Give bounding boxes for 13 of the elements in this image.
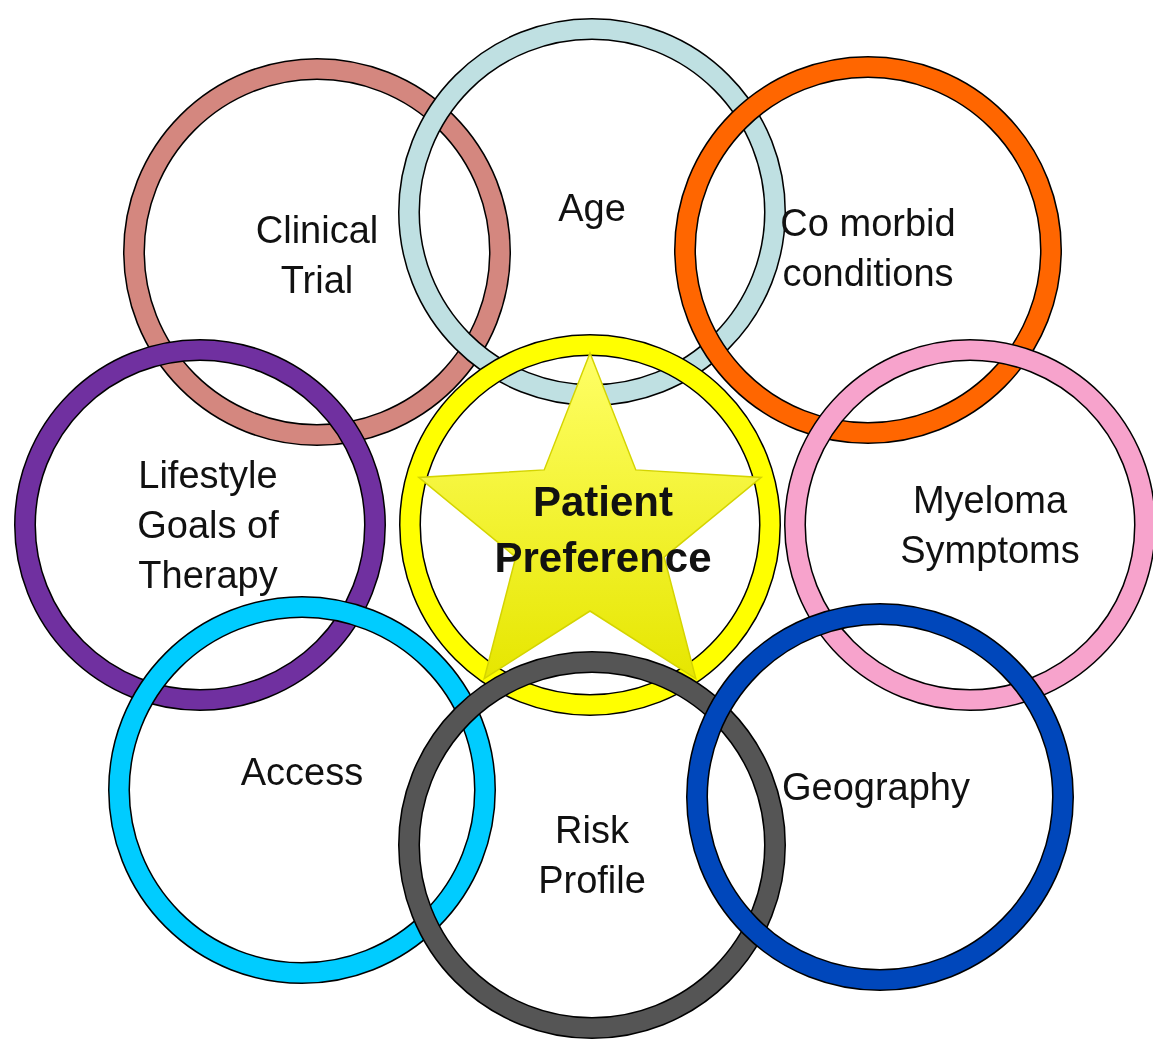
ring bbox=[683, 600, 1077, 994]
ring-label: Age bbox=[557, 186, 627, 231]
star-ring bbox=[396, 331, 784, 719]
ring bbox=[781, 336, 1153, 714]
ring bbox=[120, 55, 514, 449]
ring-label: Access bbox=[239, 750, 365, 795]
ring-label: Myeloma Symptoms bbox=[899, 478, 1081, 573]
ring-label: Geography bbox=[781, 765, 971, 810]
ring bbox=[11, 336, 389, 714]
ring bbox=[671, 53, 1065, 447]
ring-label: Lifestyle Goals of Therapy bbox=[136, 453, 280, 598]
ring-label: Clinical Trial bbox=[254, 208, 380, 303]
ring-label: Risk Profile bbox=[537, 808, 647, 903]
